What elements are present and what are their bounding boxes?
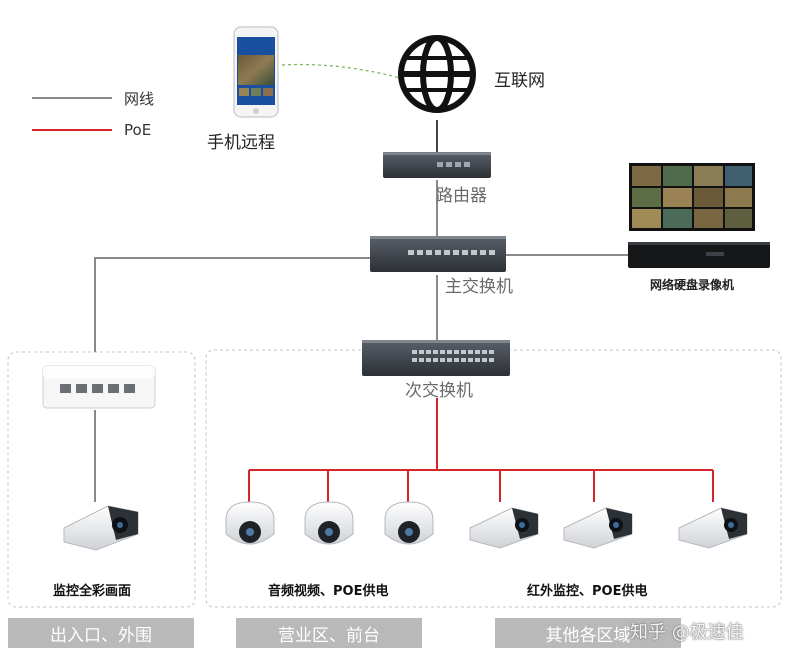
mobile-remote-label: 手机远程: [207, 133, 275, 153]
mobile-to-internet-link: [281, 63, 401, 79]
bullet-camera-icon: [563, 507, 633, 549]
bullet-camera-icon: [469, 507, 539, 549]
sub-switch-label: 次交换机: [405, 381, 473, 401]
dome-camera-icon: [304, 501, 354, 545]
smartphone-icon: [233, 26, 279, 118]
nvr-label: 网络硬盘录像机: [650, 278, 735, 292]
bullet-camera-icon: [678, 507, 748, 549]
main-switch-label: 主交换机: [445, 277, 513, 297]
main-switch-icon: [370, 236, 506, 272]
zone-caption-other: 红外监控、POE供电: [527, 584, 648, 599]
internet-label: 互联网: [494, 71, 545, 91]
desktop-switch-icon: [42, 365, 156, 409]
sub-switch-icon: [362, 340, 510, 376]
zone-caption-entrance: 监控全彩画面: [53, 584, 132, 599]
footer-tab-other: 其他各区域: [495, 618, 681, 648]
zone-box-entrance: [7, 351, 196, 608]
watermark-text: 知乎 @极速佳: [630, 622, 744, 643]
dome-camera-icon: [225, 501, 275, 545]
router-icon: [383, 152, 491, 178]
zone-box-business: [205, 349, 782, 608]
router-label: 路由器: [436, 186, 487, 206]
nvr-video-wall-icon: [629, 163, 755, 231]
internet-globe-icon: [398, 35, 476, 113]
footer-tab-entrance: 出入口、外围: [8, 618, 194, 648]
zone-caption-business: 音频视频、POE供电: [268, 584, 389, 599]
nvr-icon: [628, 242, 770, 268]
dome-camera-icon: [384, 501, 434, 545]
footer-tab-business: 营业区、前台: [236, 618, 422, 648]
main-switch-to-poe-switch-link: [94, 257, 370, 352]
bullet-camera-icon: [63, 505, 139, 551]
legend-poe-label: PoE: [124, 121, 152, 139]
legend-network-line-label: 网线: [124, 90, 155, 108]
